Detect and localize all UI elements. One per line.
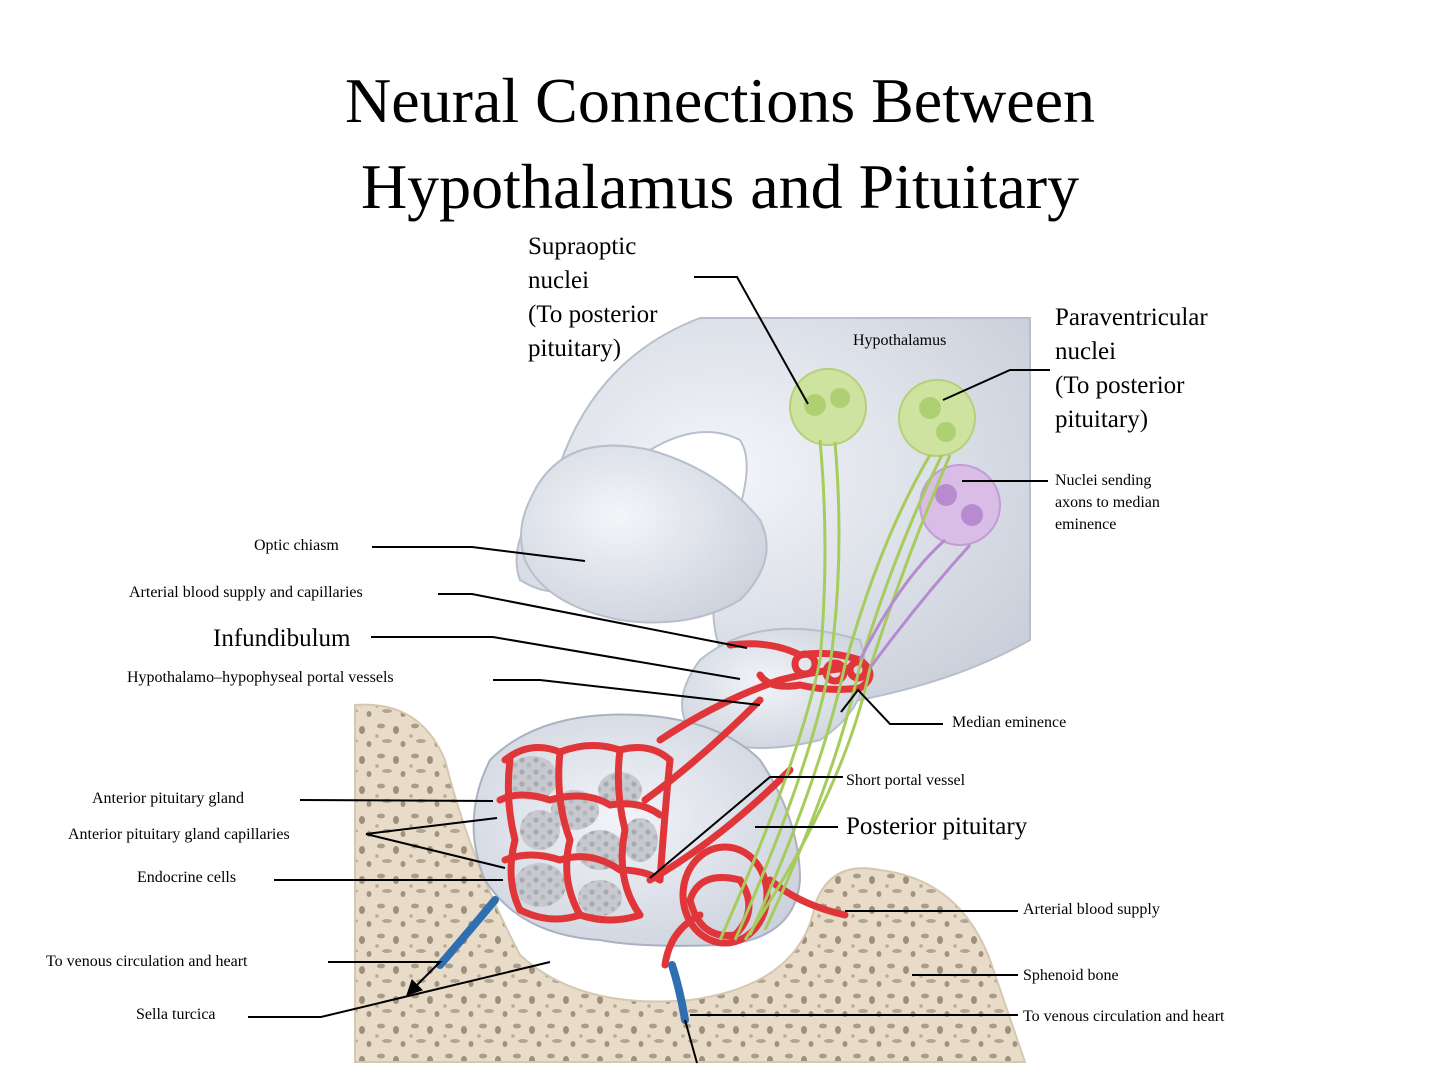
- sphenoid-bone: [354, 703, 1027, 1063]
- purple-axons: [858, 538, 972, 669]
- label-paraventricular-nuclei: Paraventricular nuclei (To posterior pit…: [1055, 301, 1208, 437]
- label-sella-turcica: Sella turcica: [136, 1006, 216, 1023]
- label-line: axons to median: [1055, 494, 1160, 511]
- label-anterior-pituitary-gland: Anterior pituitary gland: [92, 790, 244, 807]
- label-median-eminence: Median eminence: [952, 714, 1067, 731]
- leader-lines: [248, 276, 1050, 1064]
- label-line: eminence: [1055, 516, 1117, 533]
- label-optic-chiasm: Optic chiasm: [254, 537, 339, 554]
- label-sphenoid-bone: Sphenoid bone: [1023, 967, 1119, 984]
- label-line: Nuclei sending: [1055, 472, 1152, 489]
- label-hypothalamus: Hypothalamus: [853, 332, 947, 349]
- label-anterior-capillaries: Anterior pituitary gland capillaries: [68, 826, 290, 843]
- label-line: Supraoptic: [528, 233, 637, 260]
- label-line: pituitary): [528, 335, 622, 362]
- veins: [436, 896, 689, 1024]
- label-posterior-pituitary: Posterior pituitary: [846, 813, 1028, 840]
- label-endocrine-cells: Endocrine cells: [137, 869, 237, 886]
- page-title: Neural Connections Between Hypothalamus …: [0, 58, 1440, 230]
- label-venous-left: To venous circulation and heart: [46, 953, 248, 970]
- label-supraoptic-nuclei: Supraoptic nuclei (To posterior pituitar…: [528, 230, 657, 366]
- label-line: Paraventricular: [1055, 304, 1208, 331]
- green-axons: [718, 439, 952, 941]
- paraventricular-nucleus: [898, 379, 976, 457]
- label-venous-right: To venous circulation and heart: [1023, 1008, 1225, 1025]
- label-line: pituitary): [1055, 406, 1149, 433]
- title-line-1: Neural Connections Between: [345, 65, 1095, 136]
- label-line: nuclei: [1055, 338, 1117, 365]
- label-arterial-blood-supply: Arterial blood supply: [1023, 901, 1160, 918]
- label-line: nuclei: [528, 267, 590, 294]
- label-nuclei-median-eminence: Nuclei sending axons to median eminence: [1055, 470, 1160, 536]
- median-eminence-nucleus: [919, 464, 1001, 546]
- label-infundibulum: Infundibulum: [213, 625, 351, 652]
- label-short-portal-vessel: Short portal vessel: [846, 772, 966, 789]
- title-line-2: Hypothalamus and Pituitary: [360, 151, 1080, 222]
- label-arterial-capillaries: Arterial blood supply and capillaries: [129, 584, 363, 601]
- label-line: (To posterior: [1055, 372, 1185, 399]
- supraoptic-nucleus: [789, 368, 867, 446]
- label-portal-vessels: Hypothalamo–hypophyseal portal vessels: [127, 669, 394, 686]
- optic-chiasm-shape: [520, 444, 768, 624]
- label-line: (To posterior: [528, 301, 658, 328]
